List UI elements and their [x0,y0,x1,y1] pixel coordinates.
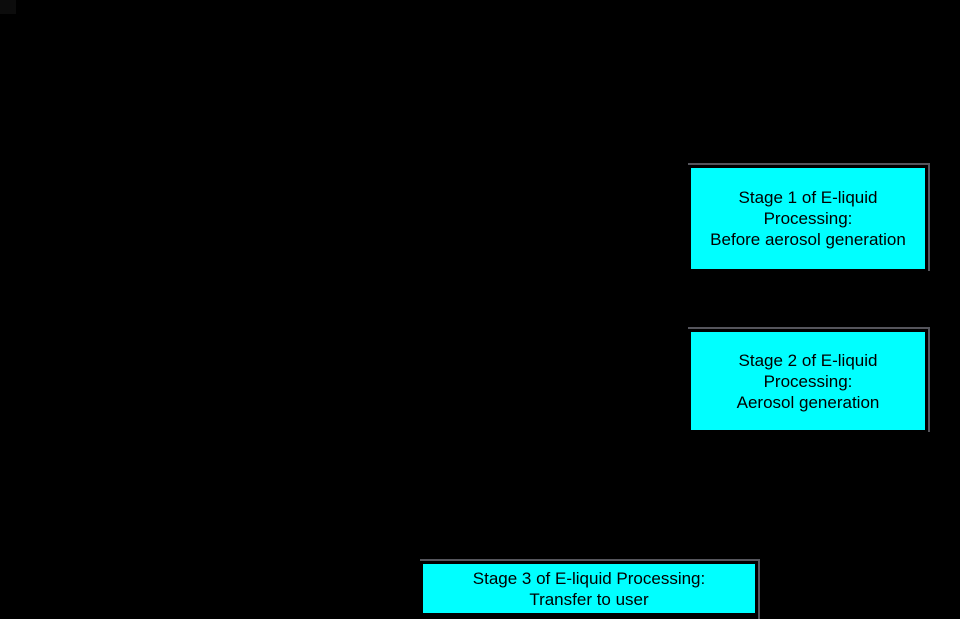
stage-3-label-line-2: Transfer to user [529,589,649,609]
corner-artifact-square [0,0,16,14]
stage-3-label-line-1: Stage 3 of E-liquid Processing: [472,568,706,588]
stage-1-box: Stage 1 of E-liquid Processing: Before a… [691,168,925,269]
stage-1-label-line-2: Processing: [763,209,853,228]
stage-1-label-line-3: Before aerosol generation [710,230,906,249]
stage-3-box: Stage 3 of E-liquid Processing: Transfer… [423,564,755,613]
stage-1-node: Stage 1 of E-liquid Processing: Before a… [688,163,930,271]
stage-2-label-line-1: Stage 2 of E-liquid [738,350,878,370]
stage-2-label-line-2: Processing: [763,371,853,391]
stage-2-box: Stage 2 of E-liquid Processing: Aerosol … [691,332,925,430]
stage-2-label-line-3: Aerosol generation [736,392,880,412]
stage-1-label-line-1: Stage 1 of E-liquid [738,188,878,207]
stage-2-node: Stage 2 of E-liquid Processing: Aerosol … [688,327,930,432]
stage-3-node: Stage 3 of E-liquid Processing: Transfer… [420,559,760,619]
